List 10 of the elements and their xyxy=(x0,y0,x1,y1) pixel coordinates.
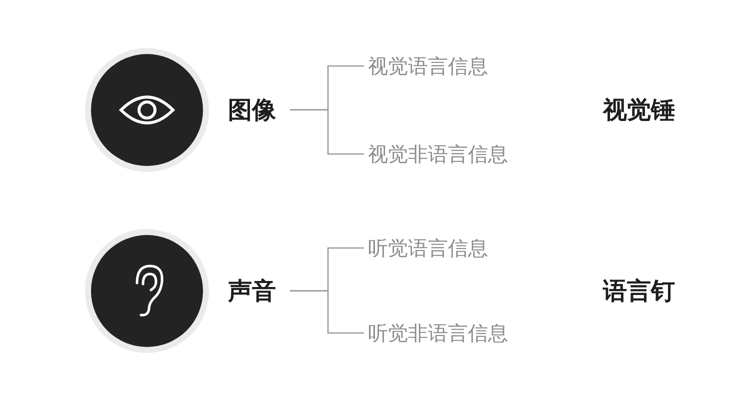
concept-label: 语言钉 xyxy=(603,276,675,306)
bracket-connector xyxy=(290,109,364,155)
category-label: 声音 xyxy=(224,274,280,308)
bracket-connector xyxy=(290,290,364,334)
category-label: 图像 xyxy=(224,94,280,126)
branch-label: 视觉非语言信息 xyxy=(364,140,512,168)
branch-label: 听觉非语言信息 xyxy=(364,319,512,347)
branch-label: 视觉语言信息 xyxy=(364,52,492,80)
concept-label: 视觉锤 xyxy=(603,96,675,124)
branch-label: 听觉语言信息 xyxy=(364,234,492,262)
